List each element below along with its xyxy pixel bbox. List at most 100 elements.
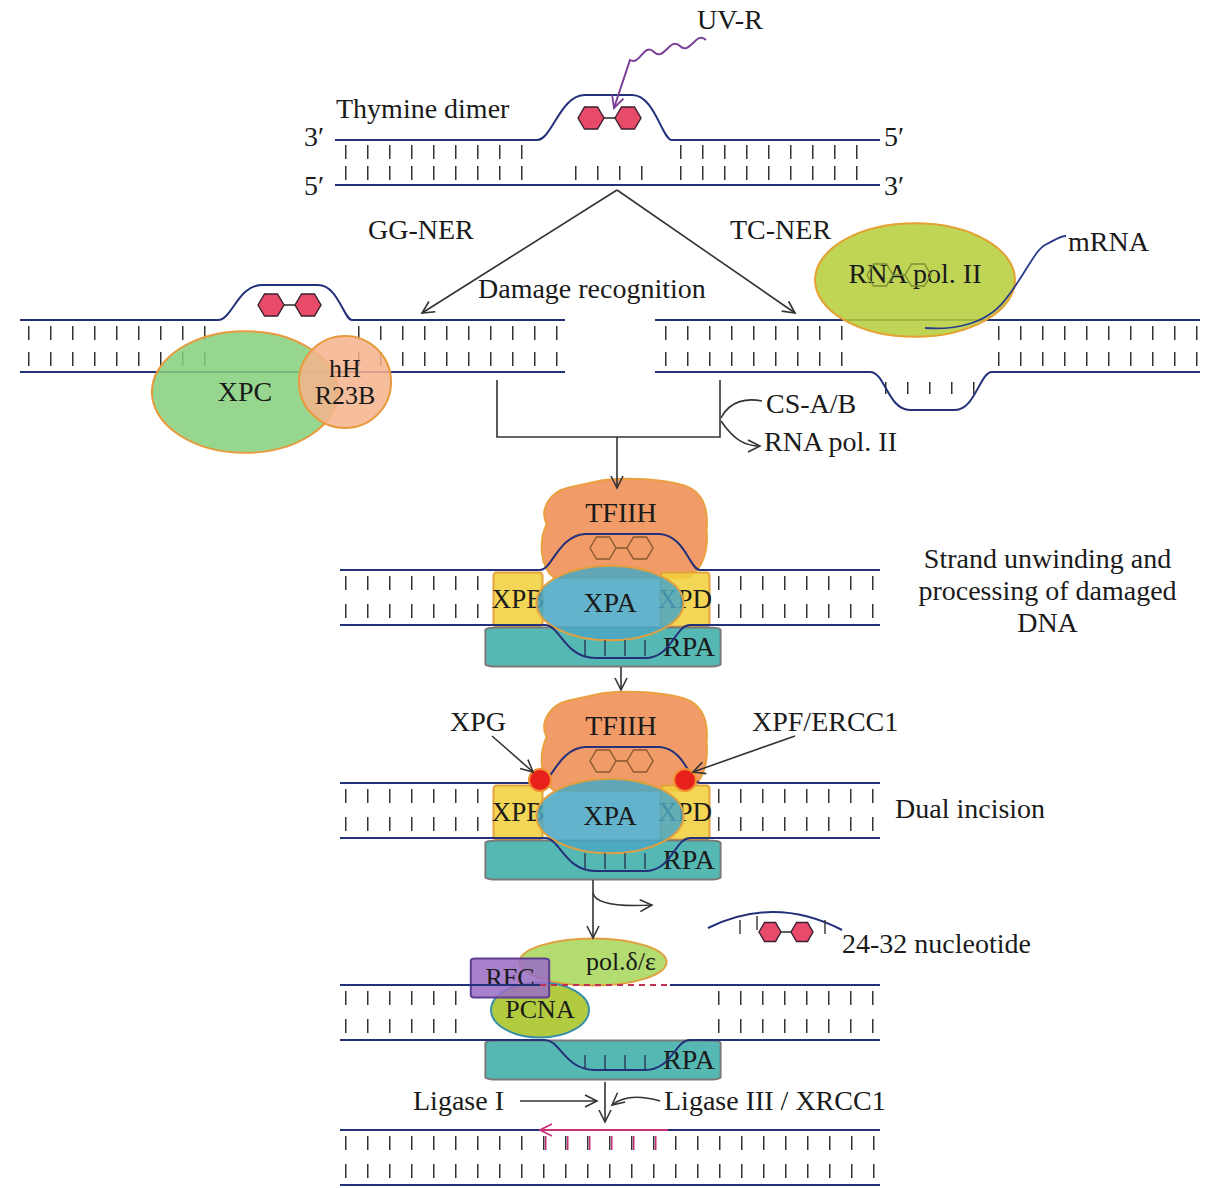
thymine-ring bbox=[615, 107, 641, 129]
dna-strand bbox=[655, 372, 1200, 410]
dimer-bond bbox=[604, 117, 615, 119]
annotation-label: 3′ bbox=[304, 121, 324, 152]
base-pair-ticks bbox=[345, 145, 535, 159]
dimer-bond bbox=[781, 931, 791, 933]
base-pair-ticks bbox=[998, 352, 1198, 366]
base-pair-ticks bbox=[345, 991, 468, 1005]
leader-arrow bbox=[693, 736, 795, 772]
base-pair-ticks bbox=[358, 326, 562, 340]
flow-arrow bbox=[592, 880, 594, 938]
thymine-ring bbox=[791, 923, 813, 942]
new-base-ticks bbox=[545, 1136, 668, 1150]
flow-arrow bbox=[604, 1082, 606, 1122]
node-label: RFC bbox=[485, 965, 534, 991]
thymine-ring bbox=[295, 294, 321, 316]
base-ticks bbox=[740, 916, 825, 934]
annotation-label: Damage recognition bbox=[478, 273, 706, 304]
node-shape bbox=[299, 336, 391, 428]
node-shape bbox=[471, 958, 549, 997]
annotation-label: XPG bbox=[450, 706, 506, 737]
base-pair-ticks bbox=[718, 604, 878, 618]
merge-line bbox=[497, 380, 720, 437]
annotation-label: GG-NER bbox=[368, 214, 474, 245]
node-shape bbox=[542, 692, 707, 791]
release-arrow bbox=[593, 893, 652, 906]
cs-arrow bbox=[721, 400, 762, 418]
dna-strand bbox=[340, 1184, 880, 1186]
rfc-box: RFC bbox=[470, 958, 550, 998]
annotation-label: 5′ bbox=[304, 170, 324, 201]
flow-arrow bbox=[620, 667, 622, 690]
base-pair-ticks bbox=[665, 352, 862, 366]
node-label: TFIIH bbox=[585, 499, 657, 527]
node-label: XPA bbox=[583, 802, 636, 830]
base-pair-ticks bbox=[345, 1136, 878, 1150]
base-pair-ticks bbox=[345, 576, 490, 590]
base-pair-ticks bbox=[718, 991, 878, 1005]
base-pair-ticks bbox=[718, 576, 878, 590]
annotation-label: Thymine dimer bbox=[336, 93, 509, 124]
leader-arrow bbox=[492, 736, 533, 772]
ligase-arrow bbox=[612, 1097, 660, 1105]
base-pair-ticks bbox=[998, 326, 1198, 340]
node-label: RPA bbox=[663, 846, 715, 874]
node-label: RPA bbox=[663, 633, 715, 661]
base-pair-ticks bbox=[718, 1019, 878, 1033]
thymine-ring bbox=[759, 923, 781, 942]
node-label: XPC bbox=[218, 378, 272, 406]
annotation-label: Ligase III / XRCC1 bbox=[664, 1085, 886, 1116]
annotation-label: mRNA bbox=[1068, 226, 1149, 257]
base-pair-ticks bbox=[718, 817, 878, 831]
base-pair-ticks bbox=[665, 326, 862, 340]
annotation-label: RNA pol. II bbox=[764, 426, 897, 457]
annotation-label: Dual incision bbox=[895, 793, 1045, 824]
helicase-box: XPB bbox=[493, 785, 543, 840]
rpa-band: RPA bbox=[483, 1040, 723, 1080]
base-pair-ticks bbox=[345, 1164, 878, 1178]
annotation-label: XPF/ERCC1 bbox=[752, 706, 898, 737]
node-label: TFIIH bbox=[585, 712, 657, 740]
node-label: PCNA bbox=[505, 997, 574, 1023]
base-pair-ticks bbox=[885, 382, 978, 394]
protein-ellipse: XPA bbox=[535, 778, 685, 854]
thymine-ring bbox=[578, 107, 604, 129]
base-pair-ticks bbox=[28, 326, 212, 340]
dna-strand bbox=[670, 984, 880, 986]
node-label: RPA bbox=[663, 1046, 715, 1074]
annotation-label: Ligase I bbox=[413, 1085, 504, 1116]
node-shape bbox=[542, 479, 707, 578]
uv-wave bbox=[614, 38, 706, 108]
base-pair-ticks bbox=[345, 817, 490, 831]
node-label: XPA bbox=[583, 589, 636, 617]
base-pair-ticks bbox=[680, 166, 878, 180]
node-shape bbox=[815, 223, 1015, 337]
base-pair-ticks bbox=[345, 604, 490, 618]
node-shape bbox=[485, 840, 720, 879]
dna-strand bbox=[335, 184, 880, 186]
dna-strand bbox=[340, 1129, 540, 1131]
base-pair-ticks bbox=[680, 145, 878, 159]
node-shape bbox=[537, 779, 684, 853]
annotation-label: 5′ bbox=[884, 121, 904, 152]
node-shape bbox=[485, 627, 720, 666]
node-label: hH R23B bbox=[313, 355, 377, 410]
base-pair-ticks bbox=[575, 166, 655, 180]
annotation-label: 24-32 nucleotide bbox=[842, 928, 1031, 959]
annotation-label: CS-A/B bbox=[766, 388, 856, 419]
node-shape bbox=[485, 1040, 720, 1079]
ligase-arrow bbox=[520, 1100, 597, 1102]
node-label: RNA pol. II bbox=[849, 260, 982, 288]
dna-strand bbox=[668, 1129, 880, 1131]
excised-fragment bbox=[708, 912, 842, 930]
thymine-ring bbox=[258, 294, 284, 316]
polymerase-ellipse: RNA pol. II bbox=[813, 222, 1017, 338]
node-shape bbox=[537, 566, 684, 640]
node-shape bbox=[491, 983, 589, 1038]
protein-ellipse: XPA bbox=[535, 565, 685, 641]
annotation-label: Strand unwinding and processing of damag… bbox=[890, 543, 1205, 640]
cs-arrow bbox=[721, 421, 760, 446]
base-pair-ticks bbox=[345, 789, 490, 803]
annotation-label: TC-NER bbox=[730, 214, 831, 245]
base-pair-ticks bbox=[345, 166, 535, 180]
